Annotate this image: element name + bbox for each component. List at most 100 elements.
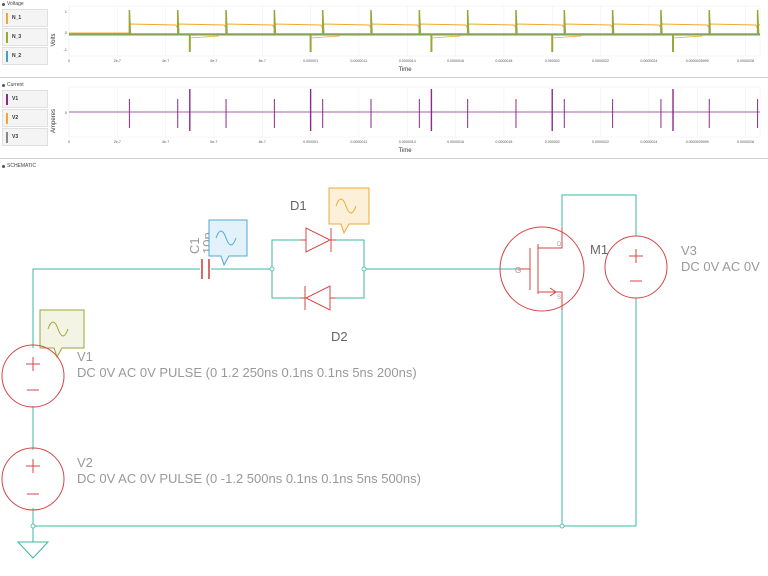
wire[interactable] bbox=[336, 239, 365, 269]
wire[interactable] bbox=[336, 269, 365, 299]
collapse-dot-icon bbox=[2, 164, 5, 168]
legend-item-v2[interactable]: V2 bbox=[2, 109, 48, 127]
x-tick-label: 8e-7 bbox=[259, 59, 266, 63]
schematic-title: SCHEMATIC bbox=[7, 163, 37, 169]
source-body bbox=[1, 447, 65, 511]
y-tick-label: 0 bbox=[65, 110, 68, 115]
gate-pin-label: G bbox=[515, 266, 521, 275]
sine-wave-icon bbox=[47, 321, 69, 337]
current-panel-header[interactable]: Current bbox=[2, 82, 24, 88]
diode-triangle bbox=[305, 227, 332, 253]
x-tick-label: 4e-7 bbox=[162, 59, 169, 63]
diode-d1[interactable] bbox=[300, 227, 336, 253]
x-tick-label: 0.0000018 bbox=[495, 140, 512, 144]
x-tick-label: 0.0000025999 bbox=[686, 140, 709, 144]
v1-spec-label: DC 0V AC 0V PULSE (0 1.2 250ns 0.1ns 0.1… bbox=[77, 365, 417, 380]
voltage-x-label: Time bbox=[398, 67, 412, 73]
legend-item-n1[interactable]: N_1 bbox=[2, 9, 48, 27]
x-tick-label: 0.0000024 bbox=[640, 59, 657, 63]
current-legend: V1 V2 V3 bbox=[2, 90, 48, 147]
c1-name-label: C1 bbox=[187, 237, 202, 254]
sine-wave-icon bbox=[215, 230, 237, 246]
x-tick-label: 0.0000018 bbox=[495, 59, 512, 63]
x-tick-label: 0 bbox=[68, 140, 70, 144]
x-tick-label: 2e-7 bbox=[114, 140, 121, 144]
wires bbox=[32, 194, 637, 542]
voltage-y-label: Volts bbox=[51, 33, 57, 46]
collapse-dot-icon bbox=[2, 83, 5, 87]
ground-symbol[interactable] bbox=[16, 541, 50, 559]
x-tick-label: 6e-7 bbox=[210, 140, 217, 144]
wire[interactable] bbox=[32, 268, 200, 348]
legend-label: V3 bbox=[12, 134, 19, 140]
current-y-label: Amperes bbox=[51, 109, 57, 133]
d2-name-label: D2 bbox=[331, 329, 348, 344]
voltage-source-v1[interactable] bbox=[1, 344, 65, 408]
v2-name-label: V2 bbox=[77, 455, 93, 470]
v2-spec-label: DC 0V AC 0V PULSE (0 -1.2 500ns 0.1ns 0.… bbox=[77, 471, 421, 486]
collapse-dot-icon bbox=[2, 2, 5, 6]
legend-label: N_2 bbox=[12, 53, 22, 59]
trace-n3[interactable] bbox=[69, 9, 760, 35]
junction[interactable] bbox=[559, 523, 565, 529]
d1-name-label: D1 bbox=[290, 198, 307, 213]
x-tick-label: 0.0000016 bbox=[447, 140, 464, 144]
legend-item-v3[interactable]: V3 bbox=[2, 128, 48, 146]
probe-bubble bbox=[39, 309, 85, 359]
voltage-source-v3[interactable] bbox=[604, 235, 668, 299]
legend-label: N_1 bbox=[12, 15, 22, 21]
x-tick-label: 0.0000022 bbox=[592, 140, 609, 144]
y-tick-label: -1 bbox=[63, 47, 67, 52]
diode-d2[interactable] bbox=[300, 285, 336, 311]
x-tick-label: 0.0000014 bbox=[399, 59, 416, 63]
y-tick-label: 1 bbox=[65, 9, 68, 14]
y-tick-label: 0 bbox=[65, 30, 68, 35]
x-tick-label: 8e-7 bbox=[259, 140, 266, 144]
wire[interactable] bbox=[561, 194, 637, 236]
x-tick-label: 6e-7 bbox=[210, 59, 217, 63]
current-x-label: Time bbox=[398, 148, 412, 154]
schematic-canvas[interactable]: C1 10p D1 D2 bbox=[0, 168, 768, 573]
legend-item-n2[interactable]: N_2 bbox=[2, 47, 48, 65]
v1-name-label: V1 bbox=[77, 349, 93, 364]
drain-pin-label: D bbox=[557, 242, 562, 248]
trace-n1-dip bbox=[310, 35, 340, 39]
x-tick-label: 0.000002 bbox=[545, 140, 560, 144]
junction[interactable] bbox=[269, 266, 275, 272]
capacitor-c1[interactable] bbox=[201, 259, 210, 279]
legend-label: V2 bbox=[12, 115, 19, 121]
legend-item-v1[interactable]: V1 bbox=[2, 90, 48, 108]
junction[interactable] bbox=[30, 523, 36, 529]
wire[interactable] bbox=[271, 269, 300, 299]
drain-lead bbox=[538, 228, 563, 249]
legend-swatch bbox=[6, 13, 8, 24]
schematic-header[interactable]: SCHEMATIC bbox=[2, 163, 36, 169]
legend-item-n3[interactable]: N_3 bbox=[2, 28, 48, 46]
v3-spec-label: DC 0V AC 0V bbox=[681, 259, 760, 274]
x-tick-label: 0.0000016 bbox=[447, 59, 464, 63]
legend-swatch bbox=[6, 32, 8, 43]
voltage-source-v2[interactable] bbox=[1, 447, 65, 511]
x-tick-label: 0.0000028 bbox=[737, 140, 754, 144]
x-tick-label: 2e-7 bbox=[114, 59, 121, 63]
source-pin-label: S bbox=[557, 295, 561, 301]
plot-frame bbox=[68, 5, 761, 57]
trace-n1[interactable] bbox=[69, 23, 761, 34]
junctions bbox=[30, 266, 565, 529]
wire[interactable] bbox=[271, 239, 300, 269]
x-tick-label: 0.000001 bbox=[303, 140, 318, 144]
probe-n1[interactable] bbox=[208, 219, 248, 267]
mosfet-m1[interactable] bbox=[499, 226, 585, 312]
junction[interactable] bbox=[361, 266, 367, 272]
probe-bubble bbox=[328, 187, 370, 235]
x-tick-label: 0.0000028 bbox=[737, 59, 754, 63]
probe-n2[interactable] bbox=[328, 187, 370, 235]
voltage-panel-header[interactable]: Voltage bbox=[2, 1, 24, 7]
m1-name-label: M1 bbox=[590, 242, 608, 257]
source-lead bbox=[538, 291, 563, 310]
probe-n3[interactable] bbox=[39, 309, 85, 359]
